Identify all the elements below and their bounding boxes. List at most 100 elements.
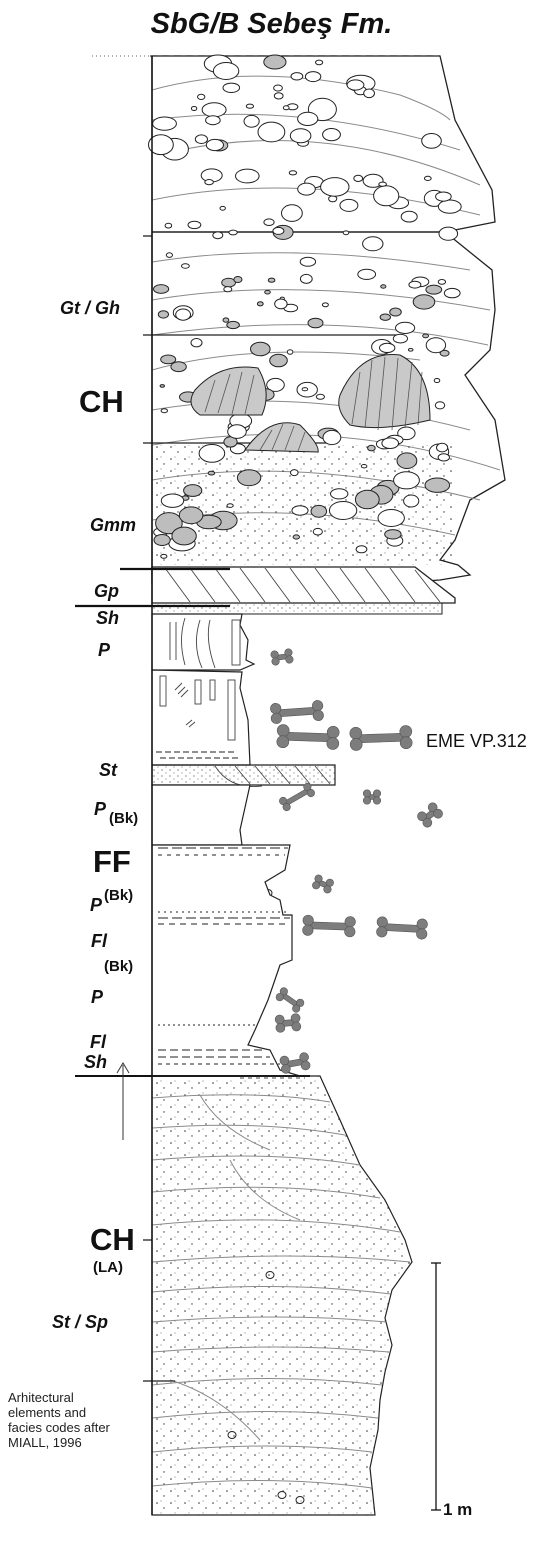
gravel-clast	[425, 478, 450, 492]
gravel-clast	[329, 196, 337, 202]
gravel-clast	[292, 506, 308, 515]
gravel-clast	[343, 231, 349, 235]
gravel-clast	[270, 354, 288, 367]
facies-label-st: St	[99, 760, 117, 781]
facies-label-gmm: Gmm	[90, 515, 136, 536]
gp-layer	[152, 567, 455, 603]
gravel-clast	[401, 211, 417, 222]
specimen-label: EME VP.312	[426, 731, 527, 752]
gravel-clast	[199, 445, 225, 463]
gravel-clast	[409, 281, 421, 288]
element-label-ch-upper: CH	[79, 384, 124, 420]
gravel-clast	[258, 122, 285, 142]
gravel-clast	[154, 285, 169, 294]
gravel-clast	[308, 318, 323, 328]
facies-label-sh-upper: Sh	[96, 608, 119, 629]
bone-fossil	[363, 790, 381, 805]
gravel-clast	[293, 535, 299, 539]
gravel-clast	[298, 112, 318, 125]
element-label-ch-lower: CH	[90, 1222, 135, 1258]
facies-label-fl-2: Fl	[90, 1032, 106, 1053]
gravel-clast	[264, 55, 286, 69]
gravel-clast	[380, 343, 395, 352]
gravel-clast	[161, 554, 167, 558]
gravel-clast	[382, 438, 399, 449]
sh-upper-layer	[152, 603, 442, 614]
gravel-clast	[228, 425, 247, 439]
gravel-clast	[161, 494, 183, 507]
bone-fossil	[311, 874, 334, 894]
gravel-clast	[198, 94, 205, 99]
gravel-clast	[289, 171, 296, 175]
bone-fossil	[275, 1013, 301, 1033]
gravel-clast	[354, 175, 363, 181]
gravel-clast	[188, 221, 201, 228]
gravel-clast	[368, 445, 376, 451]
gravel-clast	[227, 504, 233, 508]
bone-fossil	[416, 801, 445, 829]
gravel-clast	[323, 430, 341, 444]
gravel-clast	[290, 129, 311, 143]
gravel-clast	[274, 93, 283, 99]
gravel-clast	[257, 302, 263, 306]
gravel-clast	[305, 72, 320, 82]
gravel-clast	[396, 322, 415, 333]
gravel-clast	[264, 219, 274, 226]
gravel-clast	[436, 192, 452, 201]
gravel-clast	[195, 135, 207, 144]
gravel-clast	[227, 321, 240, 328]
gravel-clast	[244, 115, 259, 127]
bone-fossil	[376, 917, 427, 940]
fining-up-arrow	[117, 1063, 129, 1140]
gravel-clast	[234, 277, 242, 283]
bk-label-1: (Bk)	[109, 810, 138, 827]
gravel-clast	[321, 178, 349, 197]
gravel-clast	[166, 253, 172, 258]
gravel-clast	[300, 274, 312, 283]
gravel-clast	[397, 453, 417, 469]
gravel-clast	[153, 117, 177, 130]
gravel-clast	[287, 350, 293, 354]
gravel-clast	[316, 394, 324, 399]
scale-bar	[431, 1263, 441, 1510]
gravel-clast	[298, 183, 316, 195]
gravel-clast	[224, 287, 232, 292]
gravel-clast	[283, 106, 289, 110]
gravel-clast	[184, 485, 202, 497]
gravel-clast	[172, 527, 196, 545]
gravel-clast	[213, 63, 238, 80]
gravel-clast	[179, 507, 203, 524]
gravel-clast	[435, 402, 444, 409]
facies-label-p-bk-2: P	[90, 895, 102, 916]
gravel-clast	[434, 379, 440, 383]
gravel-clast	[316, 60, 323, 65]
gravel-clast	[355, 490, 379, 509]
bone-fossil	[302, 915, 355, 937]
gravel-clast	[408, 349, 413, 352]
gravel-clast	[237, 470, 260, 486]
facies-label-sh-lower: Sh	[84, 1052, 107, 1073]
gravel-clast	[275, 299, 287, 309]
gravel-clast	[439, 227, 458, 240]
gravel-clast	[202, 103, 226, 117]
bone-fossil	[278, 782, 316, 812]
gravel-clast	[438, 200, 461, 213]
gravel-clast	[220, 206, 225, 210]
gravel-clast	[340, 199, 358, 211]
gravel-clast	[313, 528, 322, 535]
facies-label-gp: Gp	[94, 581, 119, 602]
gravel-clast	[422, 134, 442, 149]
gravel-clast	[302, 388, 308, 391]
gravel-clast	[385, 530, 401, 539]
gravel-clast	[423, 334, 429, 338]
gravel-clast	[223, 318, 229, 322]
axis-ticks	[143, 236, 152, 1381]
gravel-clast	[246, 104, 253, 108]
gravel-clast	[161, 355, 176, 364]
gravel-clast	[213, 232, 223, 239]
gravel-clast	[379, 182, 387, 186]
gravel-clast	[154, 535, 170, 546]
bone-fossil	[279, 1052, 311, 1074]
gravel-clast	[273, 227, 284, 234]
facies-label-st-sp: St / Sp	[52, 1312, 108, 1333]
